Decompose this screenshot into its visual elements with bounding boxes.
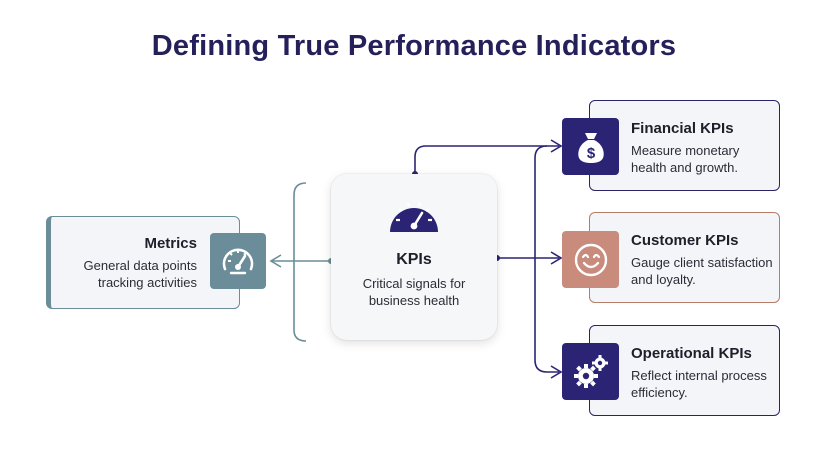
bracket-line (293, 182, 307, 342)
operational-kpis-card: Operational KPIs Reflect internal proces… (589, 325, 780, 416)
kpi-title: KPIs (396, 251, 432, 268)
kpi-description: Critical signals for business health (362, 276, 466, 308)
operational-arrowhead (550, 365, 563, 379)
financial-kpis-title: Financial KPIs (631, 120, 734, 137)
metrics-title: Metrics (144, 235, 197, 252)
operational-kpis-description: Reflect internal process efficiency. (631, 368, 767, 400)
svg-text:$: $ (586, 145, 595, 162)
speedometer-icon (210, 233, 266, 289)
customer-kpis-title: Customer KPIs (631, 232, 739, 249)
customer-arrowhead (550, 251, 563, 265)
money-bag-icon: $ (562, 118, 619, 175)
financial-kpis-card: Financial KPIs Measure monetary health a… (589, 100, 780, 191)
gauge-icon (387, 192, 441, 241)
trunk-top-curve (534, 145, 548, 159)
customer-kpis-card: Customer KPIs Gauge client satisfaction … (589, 212, 780, 303)
gears-icon (562, 343, 619, 400)
kpi-card: KPIs Critical signals for business healt… (331, 174, 497, 340)
kpi-to-financial-line (414, 145, 559, 174)
financial-arrowhead (550, 139, 563, 153)
diagram-title: Defining True Performance Indicators (151, 30, 677, 62)
smiley-face-icon (562, 231, 619, 288)
customer-kpis-description: Gauge client satisfaction and loyalty. (631, 255, 773, 287)
metrics-card: Metrics General data points tracking act… (46, 216, 240, 309)
metrics-description: General data points tracking activities (83, 258, 197, 290)
operational-kpis-title: Operational KPIs (631, 345, 752, 362)
kpi-to-metrics-arrowhead (269, 254, 282, 268)
trunk-bottom-curve (534, 359, 559, 373)
financial-kpis-description: Measure monetary health and growth. (631, 143, 740, 175)
